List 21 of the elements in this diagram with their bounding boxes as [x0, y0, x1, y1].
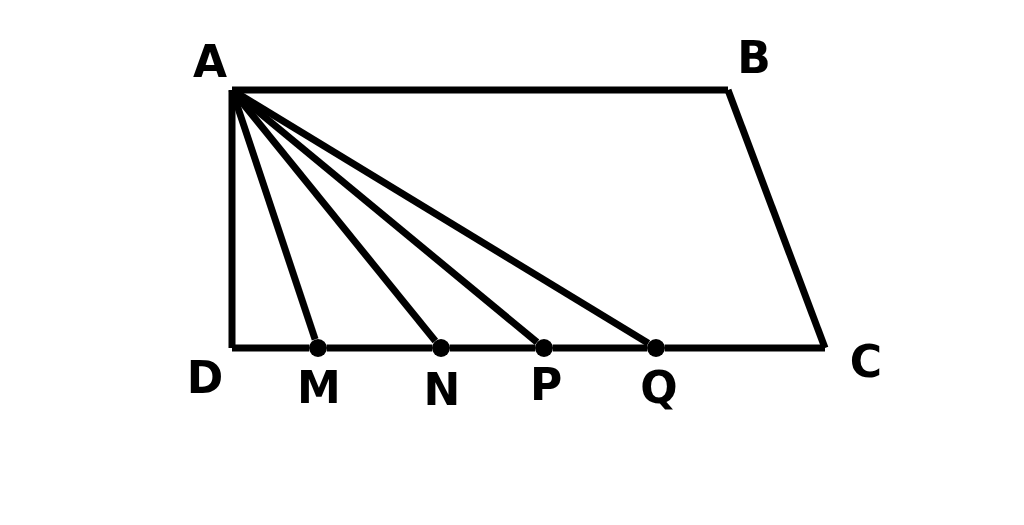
line-segment: [228, 90, 236, 348]
line-segment: [724, 88, 829, 350]
point-label: M: [297, 366, 341, 410]
point-label: B: [737, 36, 771, 80]
line-segment: [228, 88, 319, 341]
point-label: C: [849, 340, 883, 384]
point-label: P: [529, 363, 563, 407]
point-dot: [535, 339, 553, 357]
line-segment: [327, 344, 432, 352]
point-label: Q: [640, 366, 678, 410]
point-dot: [309, 339, 327, 357]
point-dot: [432, 339, 450, 357]
point-label: N: [423, 368, 461, 412]
point-label: A: [192, 40, 228, 84]
point-label: D: [186, 356, 224, 400]
line-segment: [232, 344, 309, 352]
line-segment: [553, 344, 647, 352]
line-segment: [450, 344, 535, 352]
point-dot: [647, 339, 665, 357]
line-segment: [232, 86, 728, 94]
line-segment: [665, 344, 825, 352]
